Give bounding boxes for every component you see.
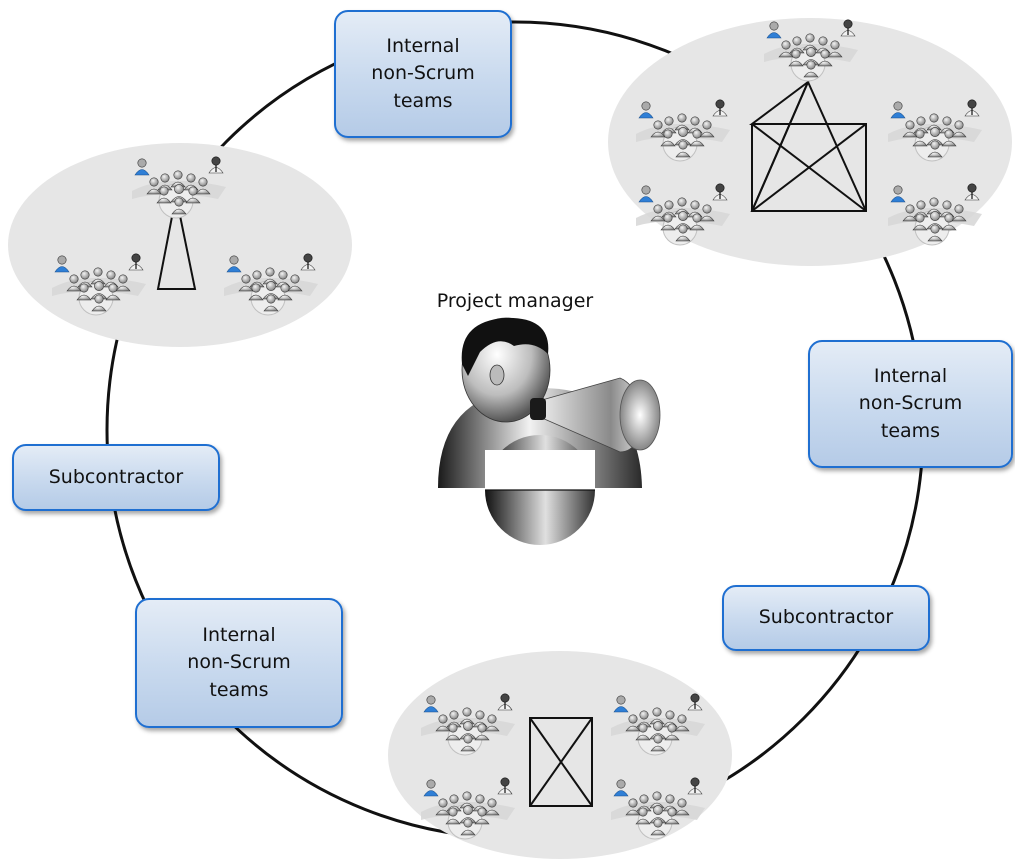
pentagon-star-connector	[749, 78, 867, 212]
box-line: Internal	[873, 364, 948, 387]
box-x-connector	[529, 717, 593, 807]
team-cluster-top-left	[8, 143, 352, 347]
box-line: non-Scrum	[858, 392, 963, 415]
box-line: teams	[880, 419, 941, 442]
internal-teams-box-right: Internal non-Scrum teams	[808, 340, 1013, 468]
subcontractor-box-left: Subcontractor	[12, 444, 220, 511]
box-line: Internal	[386, 34, 460, 57]
subcontractor-box-right: Subcontractor	[722, 585, 930, 651]
team-cluster-top-right	[608, 18, 1012, 266]
megaphone-manager-icon	[438, 317, 661, 545]
box-line: non-Scrum	[371, 62, 475, 85]
internal-teams-box-top: Internal non-Scrum teams	[334, 10, 512, 138]
internal-teams-box-bottom-left: Internal non-Scrum teams	[135, 598, 343, 728]
box-line: teams	[393, 89, 453, 112]
project-manager-label: Project manager	[436, 290, 594, 312]
triangle-connector	[156, 195, 197, 290]
box-line: non-Scrum	[187, 651, 291, 674]
box-line: teams	[209, 678, 269, 701]
team-cluster-bottom	[388, 651, 732, 859]
box-line: Internal	[202, 623, 276, 646]
